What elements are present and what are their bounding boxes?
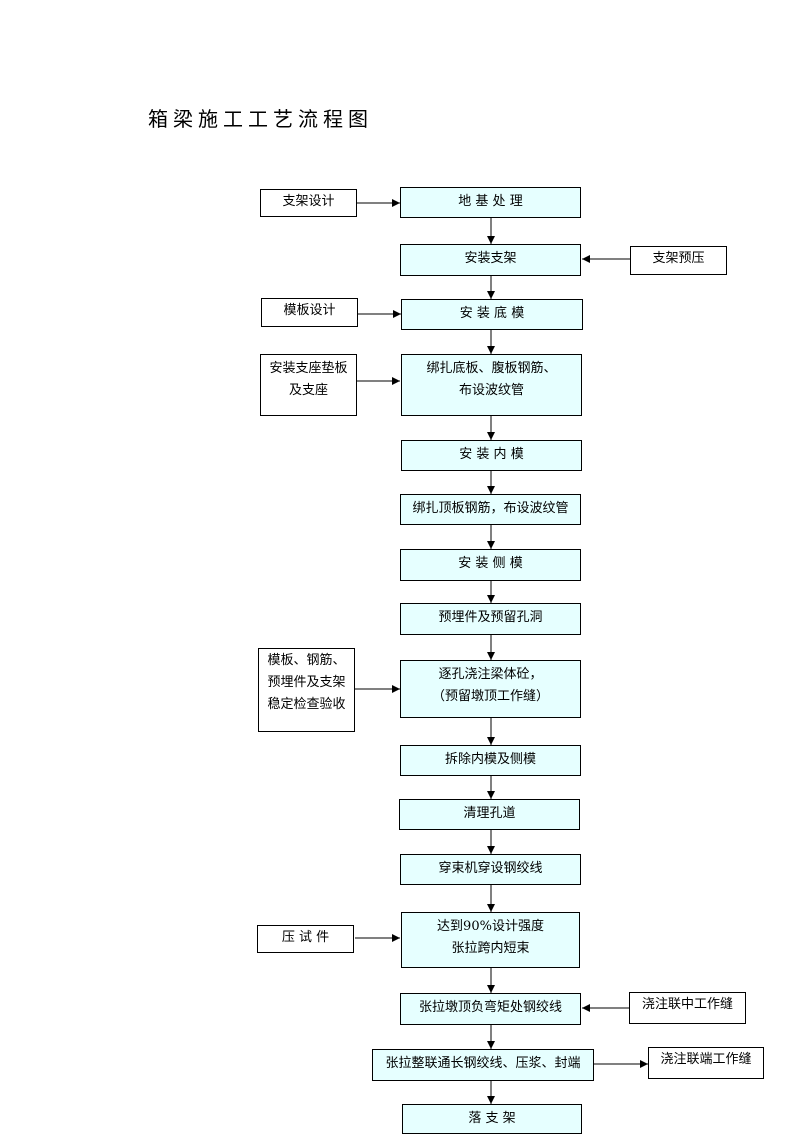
step-install-support: 安装支架: [400, 244, 581, 276]
step-install-side-form: 安 装 侧 模: [400, 549, 581, 581]
step-bind-bottom-rebar: 绑扎底板、腹板钢筋、布设波纹管: [401, 354, 582, 416]
step-remove-forms: 拆除内模及侧模: [400, 745, 581, 776]
side-inspection: 模板、钢筋、预埋件及支架稳定检查验收: [258, 648, 355, 732]
step-tension-short: 达到90%设计强度张拉跨内短束: [401, 912, 580, 968]
step-tension-full: 张拉整联通长钢绞线、压浆、封端: [372, 1049, 594, 1081]
side-pour-mid-joint: 浇注联中工作缝: [629, 992, 746, 1024]
step-pour-concrete: 逐孔浇注梁体砼，（预留墩顶工作缝）: [400, 660, 581, 718]
side-bearing-install: 安装支座垫板及支座: [260, 354, 357, 416]
step-ground-treatment: 地 基 处 理: [400, 187, 581, 218]
side-support-design: 支架设计: [260, 189, 357, 217]
diagram-title: 箱梁施工工艺流程图: [148, 107, 373, 131]
step-install-bottom-form: 安 装 底 模: [401, 299, 583, 330]
step-bind-top-rebar: 绑扎顶板钢筋，布设波纹管: [400, 494, 581, 525]
side-pour-end-joint: 浇注联端工作缝: [648, 1047, 764, 1079]
step-thread-strands: 穿束机穿设钢绞线: [400, 854, 581, 885]
step-install-inner-form: 安 装 内 模: [401, 440, 582, 471]
step-lower-support: 落 支 架: [402, 1104, 582, 1134]
step-clean-ducts: 清理孔道: [399, 799, 580, 830]
side-formwork-design: 模板设计: [261, 298, 358, 327]
step-tension-pier-top: 张拉墩顶负弯矩处钢绞线: [400, 993, 581, 1025]
step-embedded-parts: 预埋件及预留孔洞: [400, 603, 581, 635]
side-test-specimen: 压 试 件: [257, 925, 354, 953]
side-support-preload: 支架预压: [630, 246, 727, 275]
